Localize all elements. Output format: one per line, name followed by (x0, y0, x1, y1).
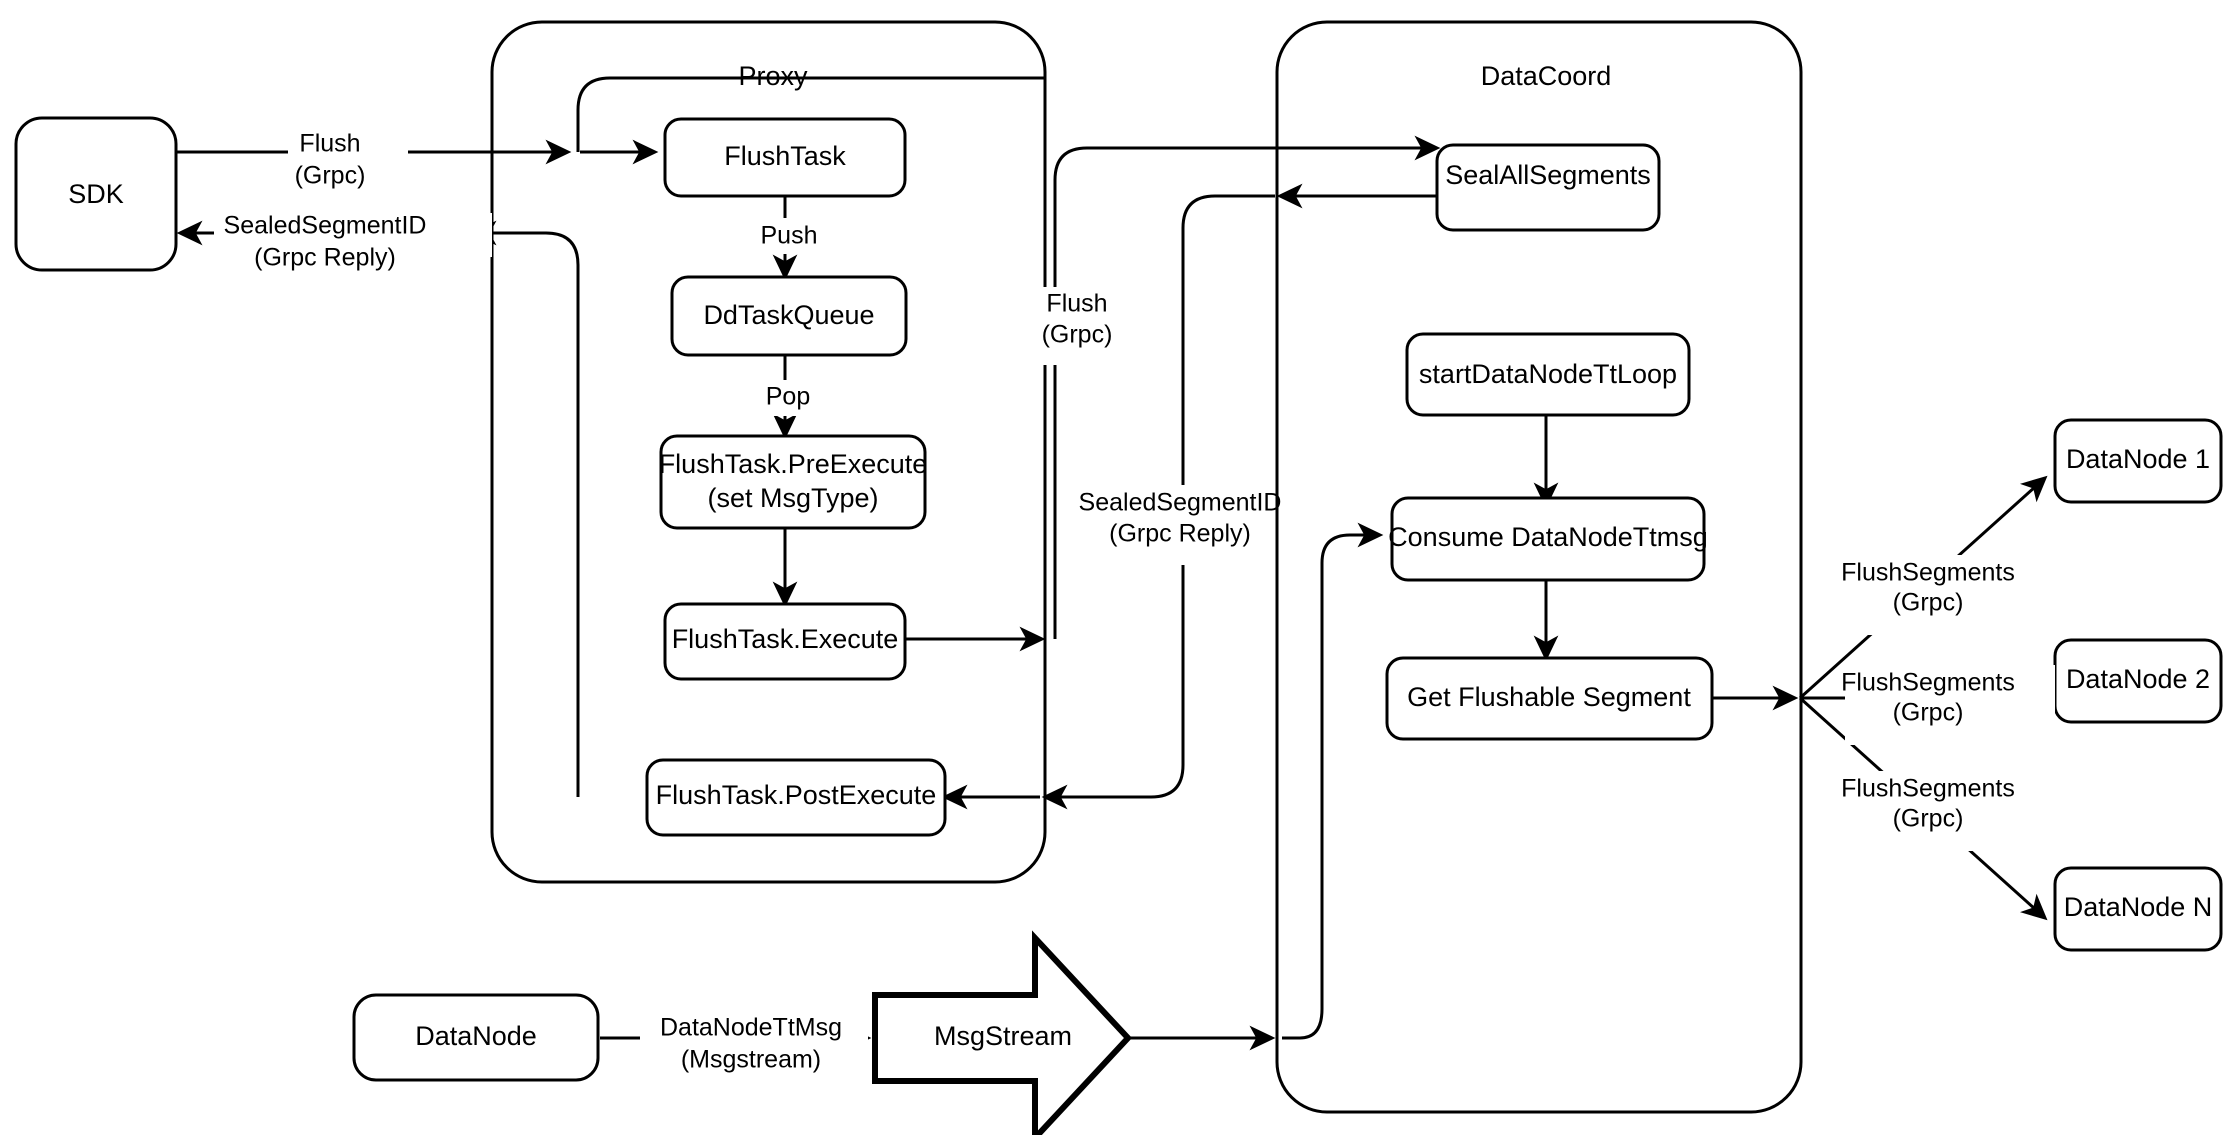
get-flushable-segment-box[interactable] (1385, 656, 1714, 741)
flush-task-box[interactable] (663, 117, 907, 198)
edge-label-sealedsegmentid-line1: SealedSegmentID (224, 212, 427, 240)
edge-flush-grpc-vertical (1053, 146, 1274, 639)
edge-label-flush-segments-n-bg (1845, 771, 2055, 851)
edge-label-pop-text: Pop (766, 383, 810, 411)
node-get-flushable-segment[interactable]: Get Flushable Segment (1385, 656, 1714, 741)
edge-label-datacoord-to-proxy: SealedSegmentID (Grpc Reply) (1079, 485, 1282, 565)
edge-label-flush-segments-2: FlushSegments (Grpc) (1841, 665, 2055, 745)
consume-datanode-ttmsg-box[interactable] (1390, 496, 1706, 582)
edge-postexecute-to-sdk-reply (470, 220, 580, 797)
datacoord-container-outline (1275, 20, 1803, 1114)
edge-label-datanode-ttmsg: DataNodeTtMsg (Msgstream) (640, 1014, 868, 1094)
edge-label-flushsegments-1-line2: (Grpc) (1893, 589, 1964, 617)
sdk-box[interactable] (14, 116, 178, 272)
edge-label-push-bg (745, 218, 833, 254)
edge-label-pop-bg (752, 380, 824, 416)
flush-task-preexecute-label-line2: (set MsgType) (707, 483, 878, 513)
node-datanode-1[interactable]: DataNode 1 (2053, 418, 2223, 504)
node-datanode-2[interactable]: DataNode 2 (2053, 638, 2223, 724)
edge-label-pop: Pop (752, 380, 824, 416)
group-proxy: Proxy (490, 20, 1047, 884)
msgstream-label: MsgStream (934, 1021, 1072, 1051)
proxy-container-outline (490, 20, 1047, 884)
datacoord-container-label: DataCoord (1481, 61, 1612, 91)
proxy-container-label: Proxy (738, 61, 808, 91)
flush-task-label: FlushTask (724, 141, 846, 171)
edge-label-proxy-to-datacoord: Flush (Grpc) (1015, 287, 1125, 365)
seal-all-segments-label: SealAllSegments (1445, 160, 1651, 190)
get-flushable-segment-label: Get Flushable Segment (1407, 682, 1691, 712)
dd-task-queue-box[interactable] (670, 275, 908, 357)
edge-label-sealedsegmentid-reply-line1: SealedSegmentID (1079, 489, 1282, 517)
flush-task-preexecute-label-line1: FlushTask.PreExecute (659, 449, 928, 479)
edge-proxy-top-channel (576, 76, 1045, 152)
start-datanode-ttloop-label: startDataNodeTtLoop (1419, 359, 1677, 389)
edge-label-datanodettmsg-line1: DataNodeTtMsg (660, 1014, 842, 1042)
node-sdk[interactable]: SDK (14, 116, 178, 272)
flush-task-execute-box[interactable] (663, 602, 907, 681)
node-msgstream[interactable]: MsgStream (872, 930, 1133, 1135)
seal-all-segments-box[interactable] (1435, 143, 1661, 232)
sdk-label: SDK (68, 179, 124, 209)
node-flush-task-execute[interactable]: FlushTask.Execute (663, 602, 907, 681)
node-seal-all-segments[interactable]: SealAllSegments (1435, 143, 1661, 232)
node-datanode-n[interactable]: DataNode N (2053, 866, 2223, 952)
edge-label-proxy-to-datacoord-bg (1015, 287, 1125, 365)
datanode-1-box[interactable] (2053, 418, 2223, 504)
flush-task-execute-label: FlushTask.Execute (672, 624, 899, 654)
node-datanode-source[interactable]: DataNode (352, 993, 600, 1082)
datanode-source-box[interactable] (352, 993, 600, 1082)
edge-datacoord-boundary-to-consume (1282, 522, 1384, 1040)
edge-label-sealedsegmentid-line2: (Grpc Reply) (254, 244, 396, 272)
edge-label-sdk-to-proxy-bg (288, 130, 408, 176)
start-datanode-ttloop-box[interactable] (1405, 332, 1691, 417)
edge-label-flush-segments-1: FlushSegments (Grpc) (1841, 555, 2055, 635)
consume-datanode-ttmsg-label: Consume DataNodeTtmsg (1388, 522, 1708, 552)
edge-label-flush-line1: Flush (299, 130, 360, 158)
edge-label-push-text: Push (761, 222, 818, 250)
msgstream-arrow-shape[interactable] (872, 930, 1133, 1135)
node-flush-task[interactable]: FlushTask (663, 117, 907, 198)
node-flush-task-preexecute[interactable]: FlushTask.PreExecute (set MsgType) (659, 434, 928, 530)
node-dd-task-queue[interactable]: DdTaskQueue (670, 275, 908, 357)
edge-label-flushsegments-2-line1: FlushSegments (1841, 669, 2015, 697)
edge-label-flush-segments-n: FlushSegments (Grpc) (1841, 771, 2055, 851)
node-start-datanode-ttloop[interactable]: startDataNodeTtLoop (1405, 332, 1691, 417)
edge-label-flushsegments-1-line1: FlushSegments (1841, 559, 2015, 587)
dd-task-queue-label: DdTaskQueue (703, 300, 874, 330)
edge-label-push: Push (745, 218, 833, 254)
edge-label-flushsegments-n-line1: FlushSegments (1841, 775, 2015, 803)
edge-label-flush-grpc-line2: (Grpc) (1042, 321, 1113, 349)
edge-label-datacoord-to-proxy-bg (1085, 485, 1270, 565)
datanode-source-label: DataNode (415, 1021, 537, 1051)
edge-label-proxy-to-sdk: SealedSegmentID (Grpc Reply) (214, 212, 492, 272)
datanode-n-box[interactable] (2053, 866, 2223, 952)
node-flush-task-postexecute[interactable]: FlushTask.PostExecute (645, 758, 947, 837)
group-datacoord: DataCoord (1275, 20, 1803, 1114)
datanode-2-label: DataNode 2 (2066, 664, 2210, 694)
edge-label-flush-grpc-line1: Flush (1046, 290, 1107, 318)
flush-task-postexecute-label: FlushTask.PostExecute (656, 780, 937, 810)
edge-label-sealedsegmentid-reply-line2: (Grpc Reply) (1109, 520, 1251, 548)
flush-task-preexecute-box[interactable] (659, 434, 927, 530)
edge-label-flush-segments-1-bg (1845, 555, 2055, 635)
edge-label-flush-segments-2-bg (1845, 665, 2055, 745)
edge-label-flushsegments-n-line2: (Grpc) (1893, 805, 1964, 833)
node-consume-datanode-ttmsg[interactable]: Consume DataNodeTtmsg (1388, 496, 1708, 582)
edge-label-proxy-to-sdk-bg (214, 213, 492, 257)
flush-task-postexecute-box[interactable] (645, 758, 947, 837)
datanode-n-label: DataNode N (2064, 892, 2213, 922)
edge-label-datanode-ttmsg-bg (640, 1016, 868, 1094)
edge-label-flush-line2: (Grpc) (295, 162, 366, 190)
datanode-1-label: DataNode 1 (2066, 444, 2210, 474)
edge-label-flushsegments-2-line2: (Grpc) (1893, 699, 1964, 727)
edge-label-sdk-to-proxy: Flush (Grpc) (288, 130, 408, 190)
edge-label-datanodettmsg-line2: (Msgstream) (681, 1046, 821, 1074)
